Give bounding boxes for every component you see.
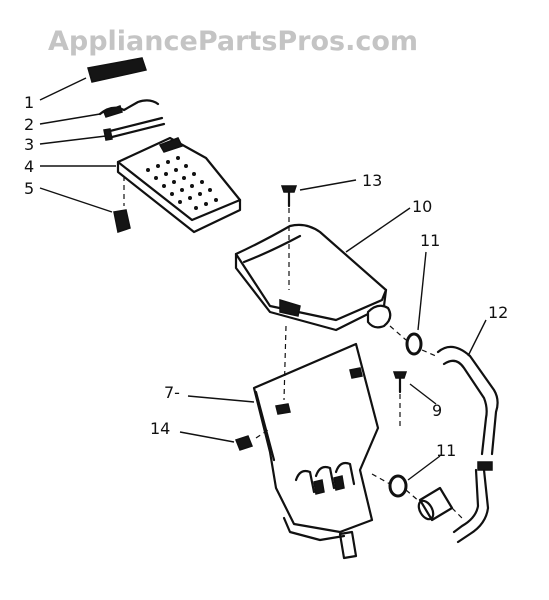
leader-lines — [39, 77, 487, 481]
callout-4: 4 — [24, 157, 34, 176]
callout-5: 5 — [24, 179, 34, 198]
callout-10: 10 — [412, 197, 432, 216]
callout-3: 3 — [24, 135, 34, 154]
callout-11-lower: 11 — [436, 441, 456, 460]
callout-14: 14 — [150, 419, 170, 438]
part-7-body[interactable] — [252, 342, 380, 560]
part-3-rod[interactable] — [103, 116, 166, 141]
callout-12: 12 — [488, 303, 508, 322]
callouts: 1 2 3 4 5 13 10 11 12 7- 14 9 11 — [24, 93, 508, 460]
part-10-housing[interactable] — [234, 223, 392, 332]
callout-11-upper: 11 — [420, 231, 440, 250]
callout-1: 1 — [24, 93, 34, 112]
callout-7: 7- — [164, 383, 180, 402]
part-1-cap[interactable] — [87, 57, 147, 83]
part-14-clip[interactable] — [235, 435, 253, 451]
part-12-hose[interactable] — [436, 345, 499, 544]
part-4-tray[interactable] — [116, 136, 242, 234]
callout-2: 2 — [24, 115, 34, 134]
assembly-lines — [255, 208, 463, 519]
part-11-upper-ring[interactable] — [405, 332, 423, 356]
part-11-lower-ring[interactable] — [388, 474, 408, 498]
part-2-clip[interactable] — [98, 99, 160, 118]
watermark: AppliancePartsPros.com — [48, 26, 418, 57]
tube-segment[interactable] — [416, 486, 454, 522]
callout-9: 9 — [432, 401, 442, 420]
callout-13: 13 — [362, 171, 382, 190]
part-13-screw[interactable] — [280, 185, 298, 208]
part-9-screw[interactable] — [392, 371, 408, 394]
part-5-foot[interactable] — [113, 176, 131, 233]
